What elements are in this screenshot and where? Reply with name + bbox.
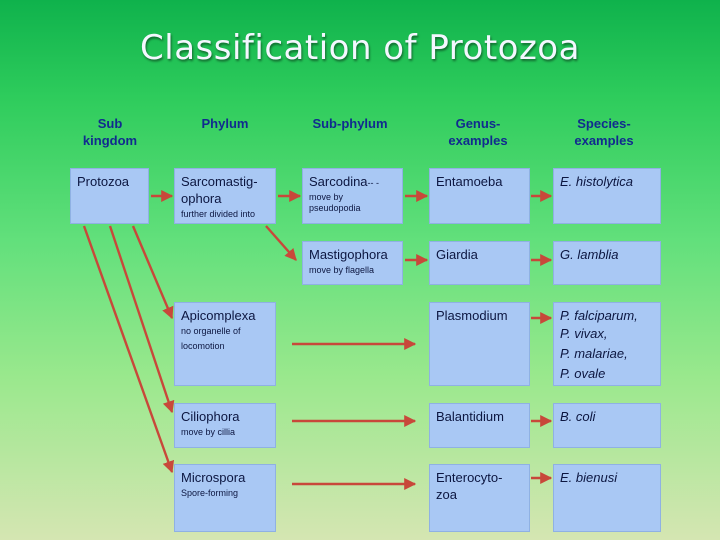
phylum-note: further divided into: [181, 209, 256, 219]
box-species-balantidium: B. coli: [553, 403, 661, 448]
phylum-name: Sarcomastig- ophora: [181, 174, 258, 206]
box-genus-entamoeba: Entamoeba: [429, 168, 530, 224]
genus-name: Balantidium: [436, 409, 504, 424]
species-name: B. coli: [560, 409, 596, 424]
phylum-note: locomotion: [181, 341, 225, 351]
box-protozoa: Protozoa: [70, 168, 149, 224]
subphylum-name-suffix: -- -: [367, 178, 380, 188]
column-header-subphylum: Sub-phylum: [312, 116, 388, 131]
subphylum-name: Sarcodina-- -: [309, 173, 396, 192]
subphylum-note: move by flagella: [309, 265, 375, 275]
species-name: E. histolytica: [560, 174, 633, 189]
column-header-species: Species- examples: [574, 116, 634, 148]
column-header-subkingdom: Sub kingdom: [82, 116, 138, 148]
species-name: P. vivax,: [560, 326, 608, 341]
arrow-protozoa-to-ciliophora: [108, 225, 175, 414]
phylum-name: Apicomplexa: [181, 308, 256, 323]
box-genus-balantidium: Balantidium: [429, 403, 530, 448]
box-genus-enterocytozoa: Enterocyto- zoa: [429, 464, 530, 532]
subphylum-name-text: Sarcodina: [309, 174, 368, 189]
phylum-name: Microspora: [181, 470, 246, 485]
box-genus-plasmodium: Plasmodium: [429, 302, 530, 386]
species-name: P. malariae,: [560, 346, 628, 361]
arrow-sarcomastigophora-to-mastigophora: [265, 225, 297, 261]
box-sarcodina: Sarcodina-- - move by pseudopodia: [302, 168, 403, 224]
arrow-protozoa-to-microspora: [82, 225, 175, 474]
box-species-entamoeba: E. histolytica: [553, 168, 661, 224]
subphylum-name: Mastigophora: [309, 247, 388, 262]
subphylum-note: move by pseudopodia: [309, 192, 361, 213]
genus-name: Plasmodium: [436, 308, 508, 323]
box-species-giardia: G. lamblia: [553, 241, 661, 285]
species-name: G. lamblia: [560, 247, 619, 262]
species-name: P. ovale: [560, 366, 606, 381]
arrow-protozoa-to-apicomplexa: [131, 225, 174, 320]
box-genus-giardia: Giardia: [429, 241, 530, 285]
box-apicomplexa: Apicomplexa no organelle of locomotion: [174, 302, 276, 386]
genus-name: Enterocyto- zoa: [436, 470, 503, 502]
box-species-plasmodium: P. falciparum, P. vivax, P. malariae, P.…: [553, 302, 661, 386]
column-header-genus: Genus- examples: [448, 116, 508, 148]
genus-name: Giardia: [436, 247, 478, 262]
subkingdom-name: Protozoa: [77, 174, 130, 189]
species-name: E. bienusi: [560, 470, 618, 485]
phylum-note: move by cillia: [181, 427, 236, 437]
box-ciliophora: Ciliophora move by cillia: [174, 403, 276, 448]
box-sarcomastigophora: Sarcomastig- ophora further divided into: [174, 168, 276, 224]
phylum-name: Ciliophora: [181, 409, 240, 424]
box-microspora: Microspora Spore-forming: [174, 464, 276, 532]
phylum-note: no organelle of: [181, 326, 241, 336]
box-species-enterocytozoa: E. bienusi: [553, 464, 661, 532]
genus-name: Entamoeba: [436, 174, 503, 189]
column-header-phylum: Phylum: [201, 116, 249, 131]
page-title: Classification of Protozoa: [140, 28, 580, 68]
species-name: P. falciparum,: [560, 308, 638, 323]
box-mastigophora: Mastigophora move by flagella: [302, 241, 403, 285]
phylum-note: Spore-forming: [181, 488, 239, 498]
